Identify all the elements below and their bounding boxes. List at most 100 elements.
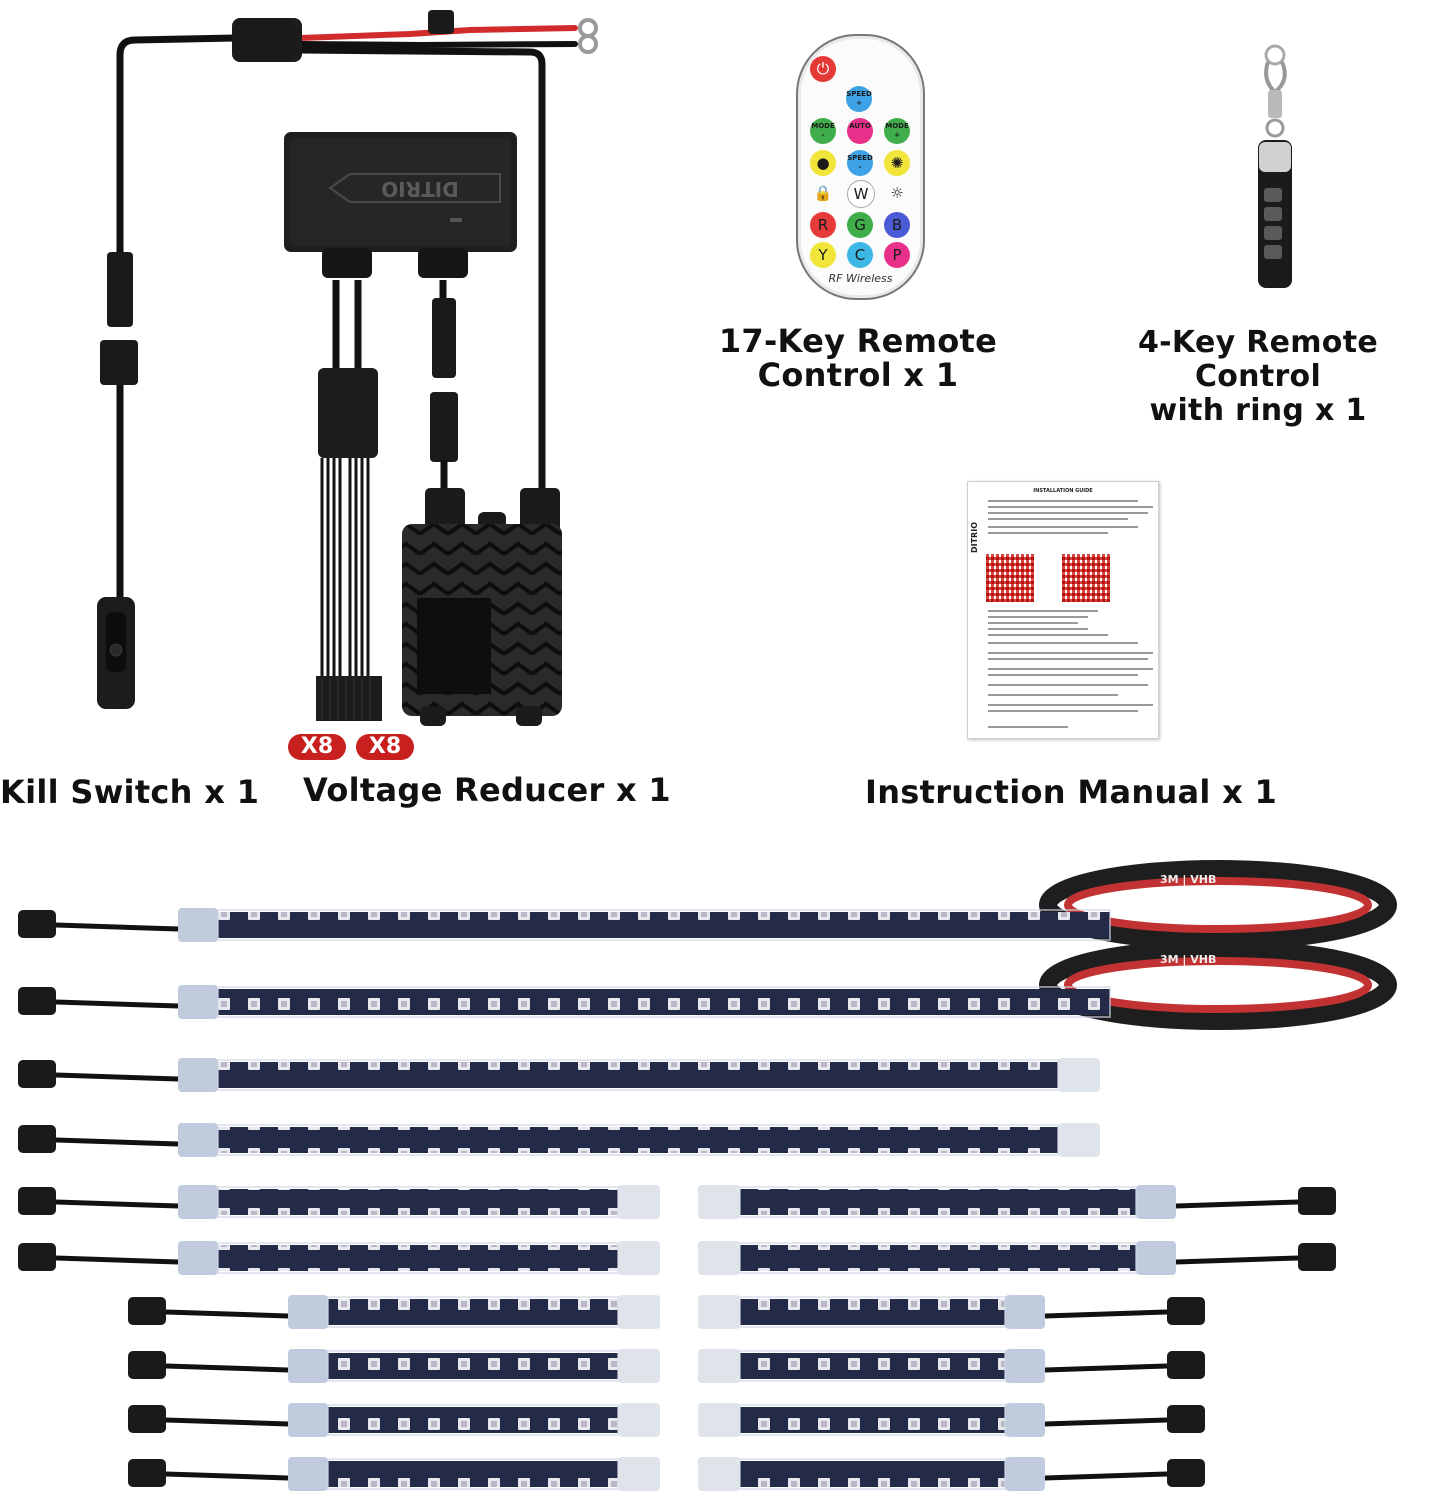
strip-connector	[1167, 1351, 1205, 1379]
caption-4-key-remote: 4-Key Remote Control with ring x 1	[1138, 325, 1378, 428]
strip-end-cap	[618, 1185, 660, 1219]
strip-connector	[128, 1459, 166, 1487]
strip-end-cap	[618, 1457, 660, 1491]
strip-connector	[18, 1187, 56, 1215]
strip-coil	[1039, 940, 1397, 1030]
strip-end-cap	[698, 1457, 740, 1491]
strip-end-cap	[178, 1241, 218, 1275]
led-strip	[740, 1407, 1005, 1433]
remote-key: Y	[810, 242, 836, 268]
caption-instruction-manual: Instruction Manual x 1	[865, 773, 1278, 811]
strip-connector	[18, 910, 56, 938]
tape-label: 3M | VHB	[1160, 953, 1216, 966]
rf-wireless-label: RF Wireless	[828, 272, 893, 285]
qr-code-ios	[1062, 554, 1110, 602]
strip-end-cap	[178, 1185, 218, 1219]
qr-code-android	[986, 554, 1034, 602]
led-strip	[218, 1189, 618, 1215]
strip-connector	[128, 1297, 166, 1325]
power-icon: ⏻	[810, 56, 836, 82]
strip-end-cap	[1136, 1185, 1176, 1219]
manual-brand: DITRIO	[970, 522, 979, 554]
strip-connector	[18, 1243, 56, 1271]
remote-key: MODE +	[884, 118, 910, 144]
lock-icon: 🔒	[813, 184, 833, 202]
strip-end-cap	[178, 908, 218, 942]
strip-end-cap	[698, 1403, 740, 1437]
strip-end-cap	[1058, 1058, 1100, 1092]
tape-backing	[1064, 877, 1372, 933]
strip-connector	[18, 987, 56, 1015]
strip-end-cap	[1005, 1349, 1045, 1383]
strip-end-cap	[618, 1241, 660, 1275]
strip-end-cap	[288, 1349, 328, 1383]
strip-connector	[1167, 1405, 1205, 1433]
remote-key: SPEED +	[846, 86, 872, 112]
harness-connector	[100, 252, 138, 385]
strip-end-cap	[178, 1058, 218, 1092]
controller-cables	[316, 280, 458, 721]
harness-splitter	[232, 10, 598, 62]
led-strip	[218, 912, 1110, 938]
led-strip	[740, 1461, 1005, 1487]
strip-end-cap	[1005, 1457, 1045, 1491]
remote-key: AUTO	[847, 118, 873, 144]
led-strip	[328, 1407, 618, 1433]
key-fob-remote	[1258, 44, 1292, 288]
strip-connector	[18, 1060, 56, 1088]
led-strip	[740, 1245, 1136, 1271]
caption-kill-switch: Kill Switch x 1	[0, 773, 260, 811]
led-strip	[218, 1062, 1058, 1088]
strip-connector	[1167, 1297, 1205, 1325]
remote-key: C	[847, 242, 873, 268]
brightness-icon: ☼	[890, 184, 904, 202]
manual-title: INSTALLATION GUIDE	[1033, 488, 1093, 494]
strip-end-cap	[698, 1185, 740, 1219]
strip-end-cap	[618, 1295, 660, 1329]
led-strip	[740, 1189, 1136, 1215]
voltage-reducer	[402, 488, 562, 726]
sun-icon-dim: ●	[810, 150, 836, 176]
remote-key: MODE -	[810, 118, 836, 144]
remote-key: B	[884, 212, 910, 238]
led-strip	[218, 989, 1110, 1015]
quantity-badge: X8	[288, 734, 346, 760]
led-strip	[740, 1353, 1005, 1379]
strip-end-cap	[698, 1295, 740, 1329]
strip-end-cap	[178, 985, 218, 1019]
sun-icon-bright: ✺	[884, 150, 910, 176]
strip-end-cap	[1005, 1295, 1045, 1329]
led-strip	[218, 1127, 1058, 1153]
strip-end-cap	[1136, 1241, 1176, 1275]
instruction-manual: INSTALLATION GUIDE DITRIO	[967, 481, 1159, 739]
strip-connector	[1298, 1243, 1336, 1271]
strip-end-cap	[178, 1123, 218, 1157]
led-strips: 3M | VHB 3M | VHB	[18, 860, 1397, 1491]
strip-connector	[128, 1405, 166, 1433]
remote-key: W	[847, 180, 875, 208]
caption-voltage-reducer: Voltage Reducer x 1	[303, 771, 671, 809]
strip-end-cap	[698, 1241, 740, 1275]
led-strip	[328, 1299, 618, 1325]
strip-connector	[18, 1125, 56, 1153]
strip-end-cap	[288, 1295, 328, 1329]
led-strip	[218, 1245, 618, 1271]
strip-connector	[1298, 1187, 1336, 1215]
controller-box: DITRIO	[284, 132, 517, 278]
strip-end-cap	[618, 1349, 660, 1383]
remote-key: P	[884, 242, 910, 268]
strip-end-cap	[288, 1403, 328, 1437]
led-strip	[740, 1299, 1005, 1325]
strip-end-cap	[288, 1457, 328, 1491]
led-strip	[328, 1461, 618, 1487]
kill-switch	[97, 597, 135, 709]
tape-label: 3M | VHB	[1160, 873, 1216, 886]
remote-key: G	[847, 212, 873, 238]
strip-end-cap	[618, 1403, 660, 1437]
caption-17-key-remote: 17-Key Remote Control x 1	[718, 322, 998, 394]
remote-key: SPEED -	[847, 150, 873, 176]
strip-connector	[1167, 1459, 1205, 1487]
strip-end-cap	[1058, 1123, 1100, 1157]
